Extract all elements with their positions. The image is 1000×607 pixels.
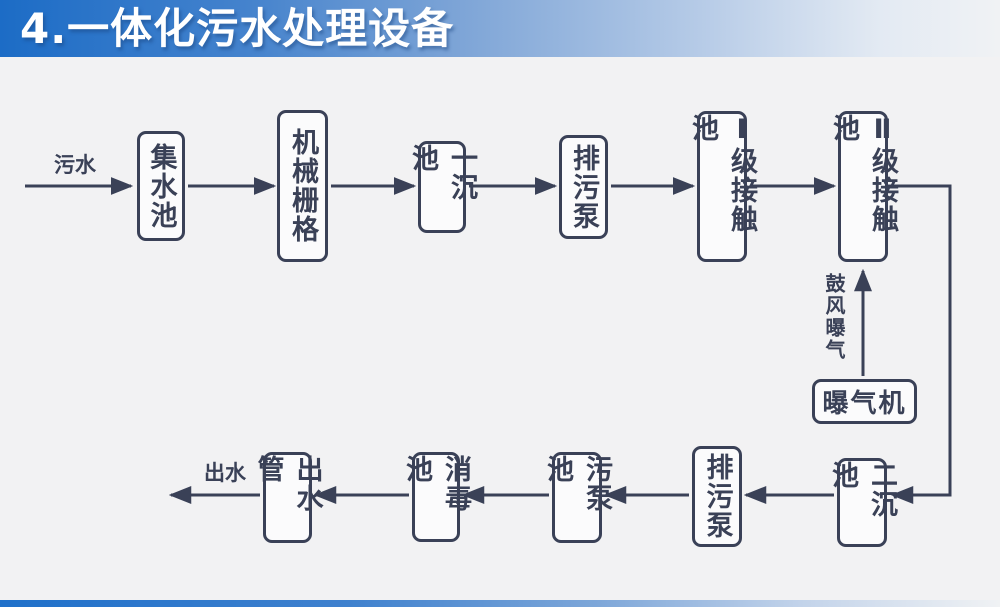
flow-diagram: 污水 集水池 机械栅格 一沉池 排污泵 Ⅰ级接触池 Ⅱ级接触池 鼓风曝气 曝气机… [0,57,1000,600]
bottom-accent-bar [0,600,1000,607]
node-level-2-contact-tank: Ⅱ级接触池 [828,111,898,262]
arrow-level2-to-secondary [888,184,952,504]
node-outlet-pipe: 出水管 [253,452,323,543]
label-aeration: 鼓风曝气 [822,273,846,361]
node-secondary-sedimentation-tank: 二沉池 [827,458,897,547]
label-outflow: 出水 [204,461,246,485]
label-inflow: 污水 [54,153,96,177]
node-sewage-pump-top: 排污泵 [559,135,608,239]
node-sewage-pump-bottom: 排污泵 [692,446,742,547]
node-level-1-contact-tank: Ⅰ级接触池 [687,111,757,262]
title-bar: 4.一体化污水处理设备 [0,0,1000,57]
node-sludge-pump-tank: 污泵池 [542,452,612,543]
page-title: 4.一体化污水处理设备 [20,3,455,53]
node-disinfection-tank: 消毒池 [401,452,471,542]
node-aerator: 曝气机 [812,379,917,424]
node-collection-tank: 集水池 [137,131,185,241]
node-primary-sedimentation-tank: 一沉池 [407,141,477,233]
node-mechanical-grid: 机械栅格 [277,110,328,262]
